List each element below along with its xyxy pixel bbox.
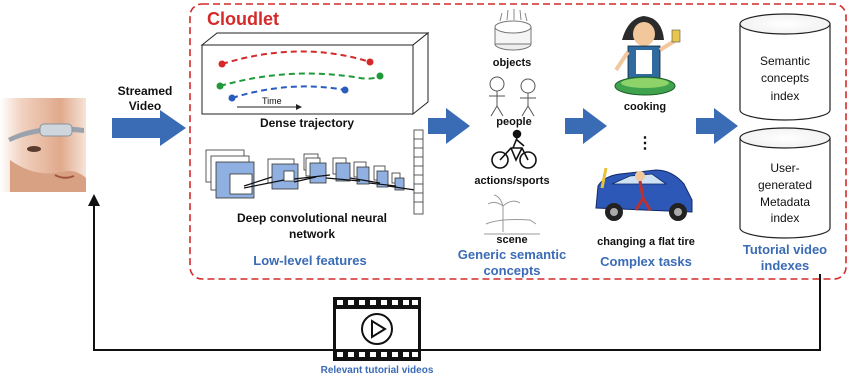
user-index-line1: User- [770, 161, 799, 175]
generic-semantic-label-line1: Generic semantic [458, 247, 566, 262]
cooking-illustration [614, 16, 681, 96]
arrow-generic-icon [565, 108, 607, 144]
cyclist-icon [491, 129, 537, 169]
people-label: people [496, 116, 531, 128]
streamed-video-label-line1: Streamed [118, 84, 173, 98]
film-strip-play-icon[interactable] [333, 297, 421, 361]
relevant-videos-label: Relevant tutorial videos [321, 365, 434, 376]
feedback-arrowhead-icon [88, 194, 100, 206]
arrow-input-icon [112, 110, 186, 146]
flow-arrows [112, 108, 738, 146]
complex-tasks-label: Complex tasks [600, 254, 692, 269]
objects-icon [494, 9, 532, 51]
dense-trajectory-label: Dense trajectory [260, 116, 354, 130]
streamed-video-label-line2: Video [129, 99, 161, 113]
arrow-lowlevel-icon [428, 108, 470, 144]
semantic-index-line1: Semantic [760, 54, 810, 68]
objects-label: objects [493, 57, 532, 69]
user-index-line3: Metadata [760, 195, 810, 209]
user-index-line2: generated [758, 178, 812, 192]
generic-semantic-label-line2: concepts [483, 263, 540, 278]
tutorial-indexes-label-line2: indexes [761, 258, 809, 273]
actions-sports-label: actions/sports [474, 175, 549, 187]
ellipsis-label: ⋮ [637, 135, 653, 152]
low-level-features-label: Low-level features [253, 253, 366, 268]
dcnn-label-line1: Deep convolutional neural [237, 211, 387, 225]
user-index-line4: index [771, 211, 800, 225]
cnn-illustration [205, 129, 424, 215]
scene-icon [484, 194, 540, 235]
scene-label: scene [496, 234, 527, 246]
flat-tire-illustration [595, 167, 693, 221]
semantic-concepts-index-cylinder [739, 13, 831, 121]
people-icon [489, 76, 536, 117]
time-axis-label: Time [262, 96, 282, 106]
cooking-label: cooking [624, 101, 666, 113]
feedback-loop [93, 204, 821, 351]
tutorial-indexes-label-line1: Tutorial video [743, 242, 827, 257]
flat-tire-label: changing a flat tire [597, 236, 695, 248]
arrow-complex-icon [696, 108, 738, 144]
dense-trajectory-box: Time [200, 31, 430, 116]
semantic-index-line3: index [771, 89, 800, 103]
semantic-index-line2: concepts [761, 71, 809, 85]
dcnn-label-line2: network [289, 227, 335, 241]
user-metadata-index-cylinder [739, 127, 831, 239]
user-with-glass-image [0, 98, 86, 192]
cloudlet-boundary [189, 3, 847, 280]
cloudlet-title: Cloudlet [207, 9, 279, 29]
